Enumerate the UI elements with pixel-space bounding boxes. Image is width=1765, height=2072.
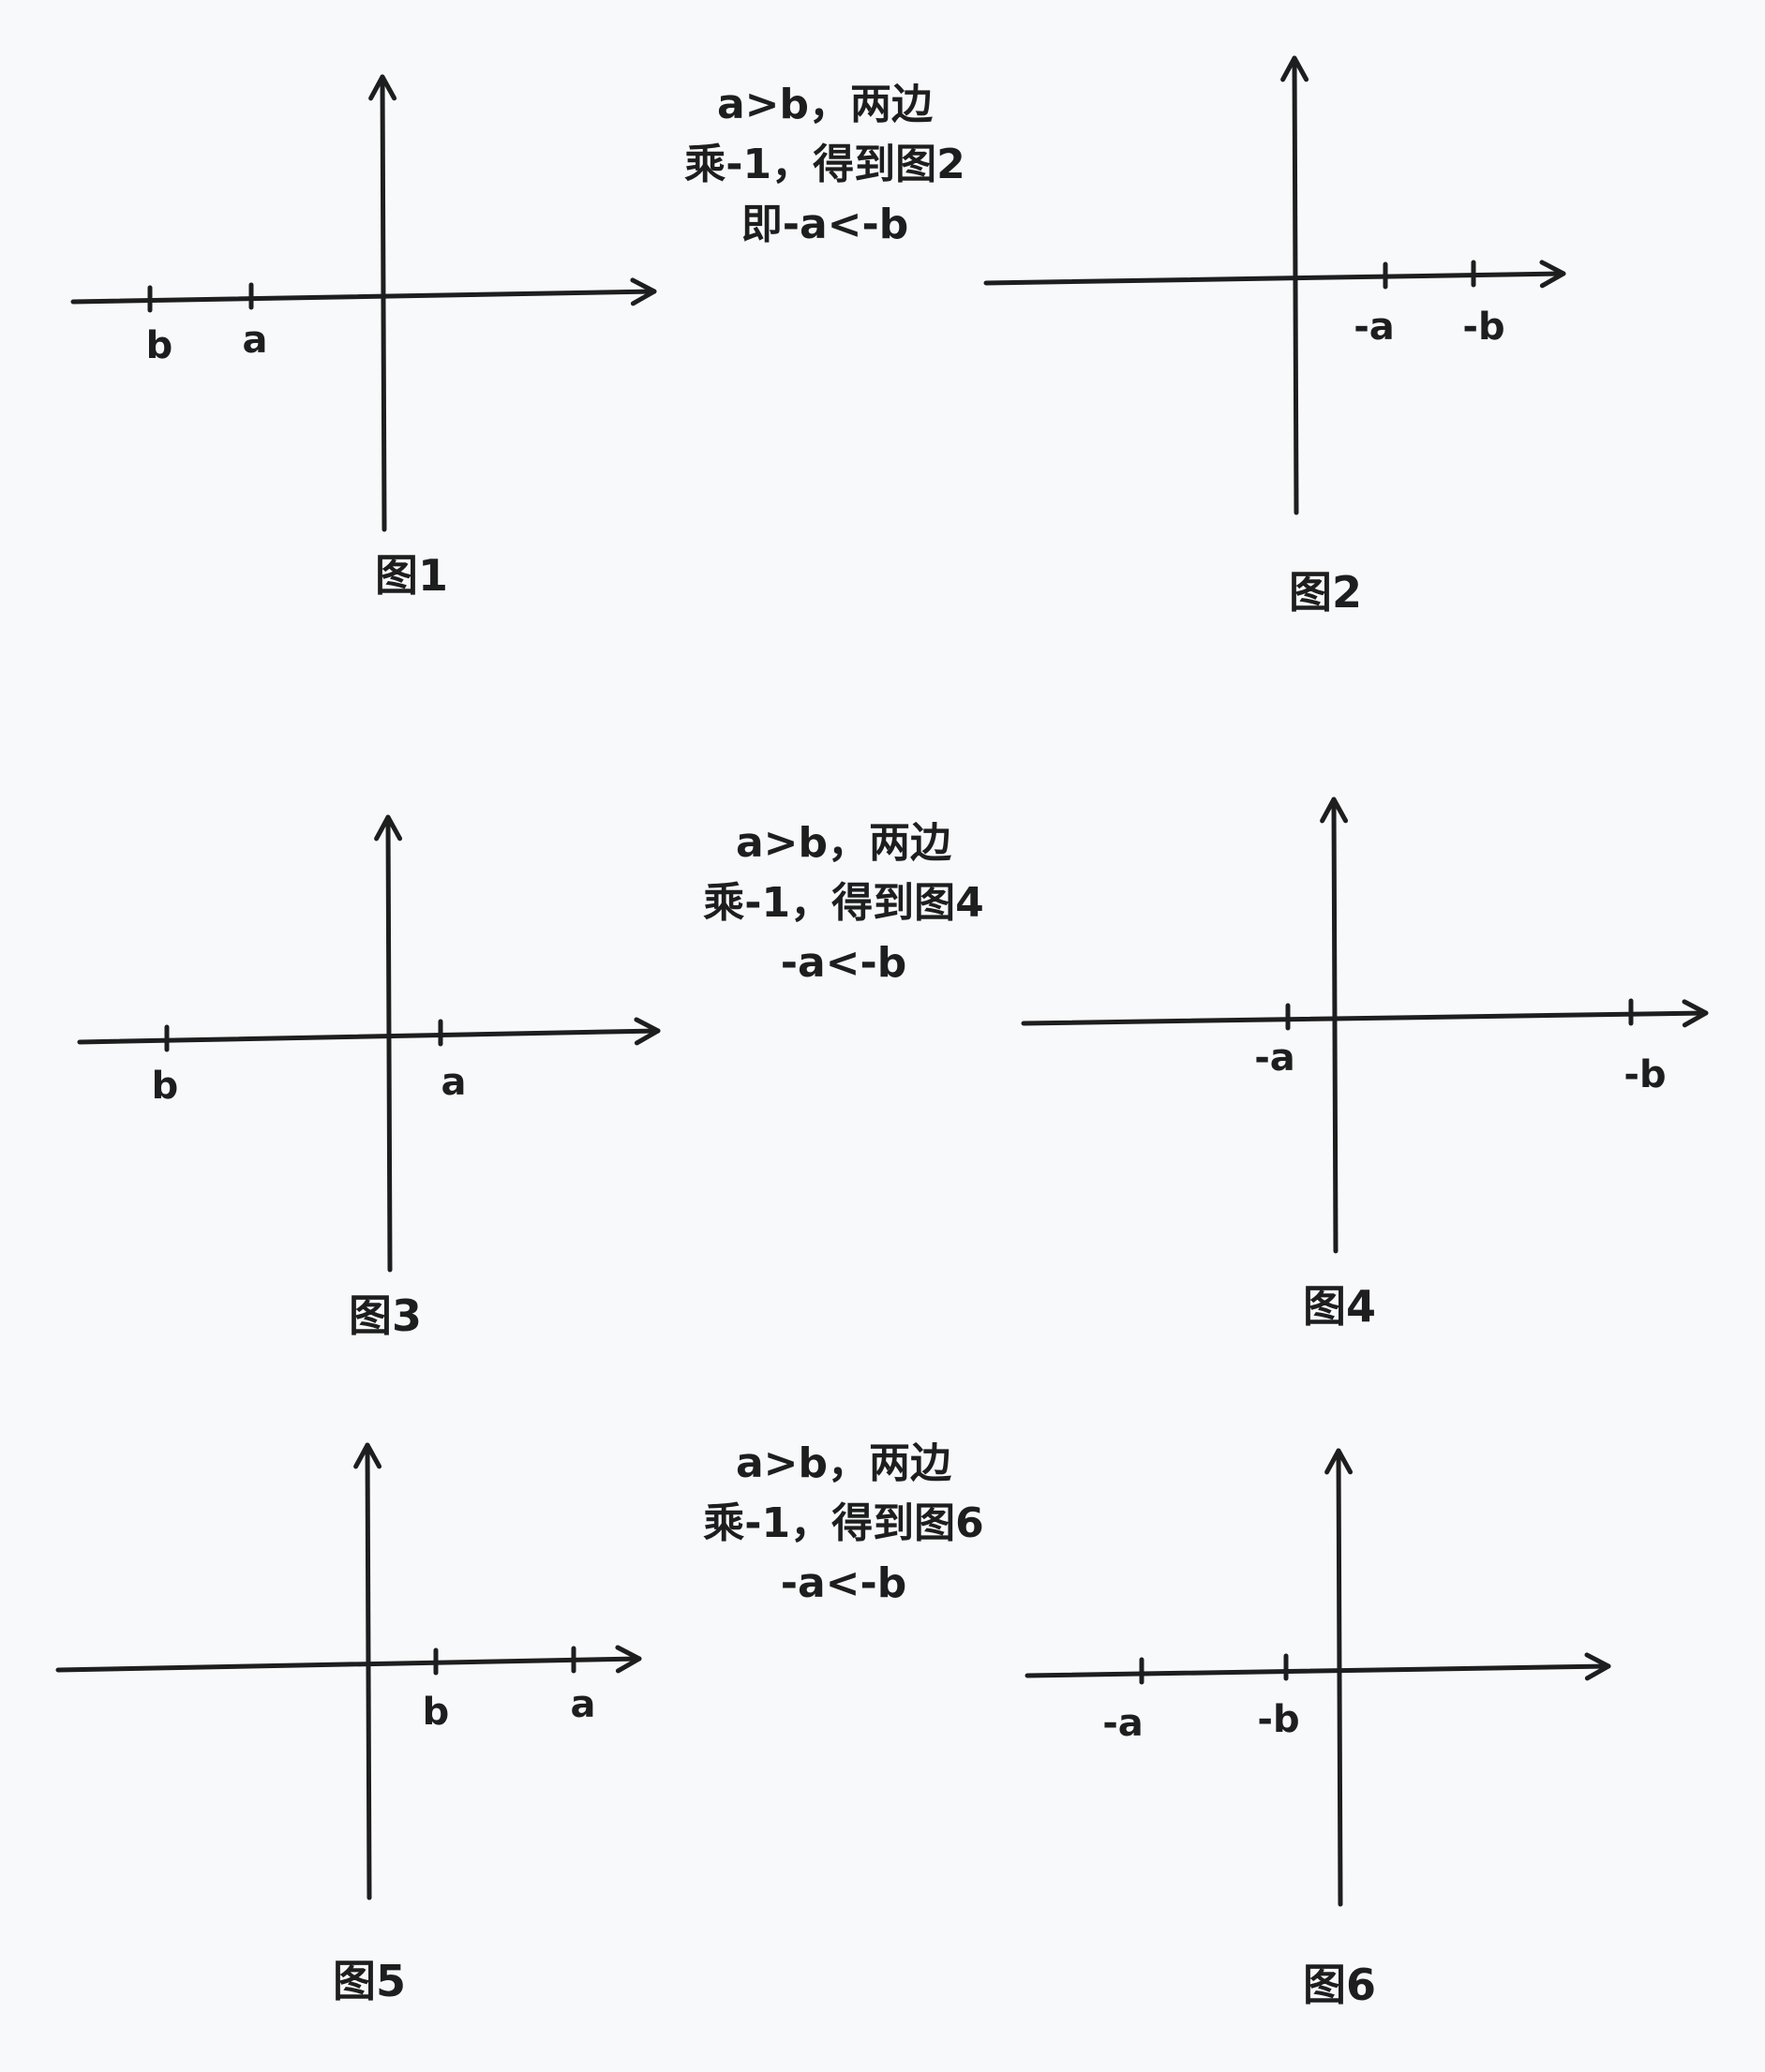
figure-3-y-arrow-icon — [374, 814, 403, 842]
figure-6-tick-label-neg-b: -b — [1257, 1698, 1299, 1741]
figure-6-x-axis — [1025, 1663, 1611, 1678]
figure-3-tick-label-b: b — [152, 1065, 179, 1108]
note-2-line-3: -a<-b — [780, 939, 907, 987]
figure-2-tick-label-neg-a: -a — [1354, 306, 1395, 349]
figure-6-axes: -a -b — [1025, 1448, 1611, 1907]
figure-3-x-arrow-icon — [634, 1017, 661, 1046]
figure-1-x-axis — [70, 289, 657, 305]
figure-4-axes: -a -b — [1021, 797, 1709, 1254]
figure-5-y-axis — [365, 1442, 372, 1901]
note-1: a>b，两边 乘-1，得到图2 即-a<-b — [637, 75, 1012, 255]
figure-1-y-axis — [380, 74, 387, 532]
note-2-line-1: a>b，两边 — [735, 819, 952, 867]
figure-5-x-arrow-icon — [615, 1645, 642, 1674]
figure-2-label: 图2 — [1289, 567, 1363, 618]
figure-4-x-axis — [1021, 1010, 1709, 1026]
figure-2-axes: -a -b — [983, 55, 1566, 515]
figure-5-x-axis — [55, 1656, 642, 1673]
figure-1-tick-label-a: a — [243, 319, 268, 362]
figure-1-y-arrow-icon — [368, 74, 397, 101]
note-3-line-1: a>b，两边 — [735, 1439, 952, 1487]
note-3-line-2: 乘-1，得到图6 — [703, 1499, 984, 1547]
figure-6-y-axis — [1336, 1448, 1343, 1907]
figure-4-x-arrow-icon — [1682, 999, 1709, 1028]
figure-2-tick-label-neg-b: -b — [1462, 306, 1504, 349]
figure-2-y-arrow-icon — [1280, 55, 1309, 82]
figure-3-x-axis — [77, 1028, 661, 1045]
figure-5-tick-label-b: b — [423, 1691, 450, 1734]
figure-5-tick-label-a: a — [571, 1683, 596, 1726]
figure-2-y-axis — [1292, 55, 1299, 515]
figure-4-y-arrow-icon — [1320, 797, 1349, 824]
figure-6-label: 图6 — [1303, 1960, 1377, 2010]
figure-3-label: 图3 — [349, 1290, 423, 1341]
figure-4-tick-label-neg-b: -b — [1623, 1053, 1666, 1096]
note-1-line-2: 乘-1，得到图2 — [684, 141, 965, 188]
figure-5-label: 图5 — [333, 1956, 407, 2006]
figure-4-y-axis — [1331, 797, 1339, 1254]
note-3: a>b，两边 乘-1，得到图6 -a<-b — [656, 1434, 1031, 1614]
figure-4-label: 图4 — [1303, 1281, 1377, 1332]
figure-1-tick-label-b: b — [146, 324, 173, 367]
note-2: a>b，两边 乘-1，得到图4 -a<-b — [656, 813, 1031, 993]
figure-1-x-arrow-icon — [630, 277, 657, 306]
figure-4-tick-label-neg-a: -a — [1254, 1036, 1295, 1080]
note-3-line-3: -a<-b — [780, 1559, 907, 1607]
figure-3-tick-label-a: a — [441, 1061, 467, 1104]
figure-3-y-axis — [385, 814, 393, 1273]
figure-1-label: 图1 — [375, 550, 449, 601]
figure-6-y-arrow-icon — [1324, 1448, 1354, 1475]
note-1-line-1: a>b，两边 — [716, 81, 934, 128]
figure-5-y-arrow-icon — [353, 1442, 382, 1469]
note-2-line-2: 乘-1，得到图4 — [703, 879, 984, 927]
figure-6-x-arrow-icon — [1584, 1652, 1611, 1681]
note-1-line-3: 即-a<-b — [740, 201, 909, 248]
figure-2-x-axis — [983, 271, 1566, 286]
figure-2-x-arrow-icon — [1539, 260, 1566, 289]
figure-6-tick-label-neg-a: -a — [1102, 1702, 1144, 1745]
